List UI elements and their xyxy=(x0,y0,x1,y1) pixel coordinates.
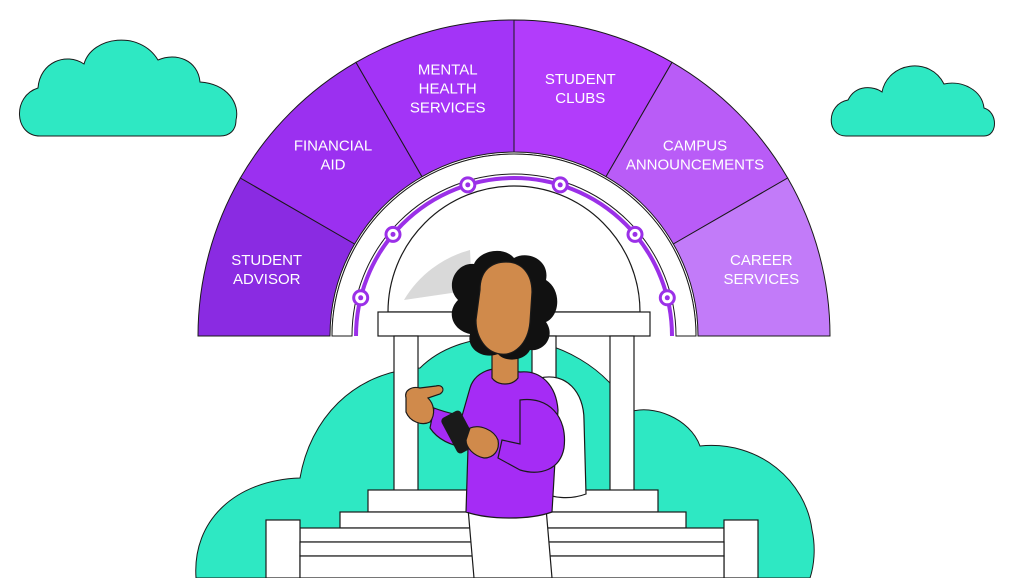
segment-label: CAREER SERVICES xyxy=(724,252,800,288)
segment-label-line: AID xyxy=(320,157,345,174)
segment-label: FINANCIAL AID xyxy=(294,138,372,174)
segment-label-line: CLUBS xyxy=(555,90,605,107)
student-with-phone-icon xyxy=(405,250,587,579)
track-dot-center xyxy=(390,231,396,237)
segment-label-line: ADVISOR xyxy=(233,271,301,288)
track-dot-center xyxy=(632,231,638,237)
segment-label: STUDENT CLUBS xyxy=(545,71,616,107)
segment-label: MENTAL HEALTH SERVICES xyxy=(410,62,486,117)
cloud-left-icon xyxy=(19,39,238,137)
cloud-right-icon xyxy=(830,65,995,137)
segment-label-line: SERVICES xyxy=(410,100,486,117)
segment-label-line: STUDENT xyxy=(231,252,302,269)
segment-label-line: MENTAL xyxy=(418,62,478,79)
segment-label-line: ANNOUNCEMENTS xyxy=(626,157,764,174)
segment-label: STUDENT ADVISOR xyxy=(231,252,302,288)
track-dot-center xyxy=(557,182,563,188)
segment-label-line: STUDENT xyxy=(545,71,616,88)
gauge-segment xyxy=(672,177,831,337)
segment-label-line: CAMPUS xyxy=(663,138,727,155)
segment-label: CAMPUS ANNOUNCEMENTS xyxy=(626,138,764,174)
segment-label-line: CAREER xyxy=(730,252,793,269)
segment-labels: STUDENT ADVISOR FINANCIAL AID MENTAL HEALTH SE… xyxy=(231,62,799,289)
track-dot-center xyxy=(358,295,364,301)
services-gauge xyxy=(197,19,831,337)
inner-track xyxy=(331,153,697,337)
track-dot-center xyxy=(465,182,471,188)
segment-label-line: SERVICES xyxy=(724,271,800,288)
segment-label-line: HEALTH xyxy=(419,81,477,98)
segment-label-line: FINANCIAL xyxy=(294,138,372,155)
track-dot-center xyxy=(664,295,670,301)
